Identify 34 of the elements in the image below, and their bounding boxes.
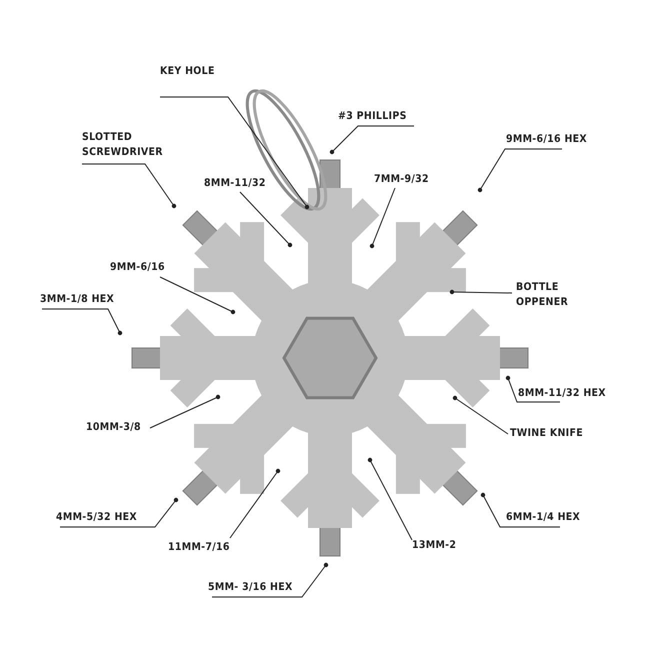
callout-label: 5MM- 3/16 HEX	[208, 580, 293, 595]
leader-line	[480, 492, 560, 528]
leader-line	[230, 468, 280, 538]
leader-line	[450, 290, 512, 294]
callout-label: 4MM-5/32 HEX	[56, 510, 138, 525]
callout-label: 7MM-9/32	[374, 172, 429, 187]
leader-line	[368, 458, 412, 540]
leader-line	[330, 126, 414, 154]
leader-line	[60, 498, 178, 528]
callout-label: 10MM-3/8	[86, 420, 141, 435]
callout-label: 9MM-6/16	[110, 260, 165, 275]
callout-label: KEY HOLE	[160, 64, 215, 79]
leader-line	[160, 276, 236, 314]
leader-line	[240, 192, 292, 248]
leader-line	[212, 562, 328, 598]
leader-line	[506, 376, 560, 402]
callout-label: SLOTTED SCREWDRIVER	[82, 130, 212, 160]
callout-label: 13MM-2	[412, 538, 456, 553]
leader-line	[478, 148, 562, 192]
callout-label: BOTTLE OPPENER	[516, 280, 596, 310]
callout-label: 3MM-1/8 HEX	[40, 292, 114, 307]
leader-line	[82, 164, 176, 208]
callout-label: TWINE KNIFE	[510, 426, 583, 441]
leader-line	[452, 396, 508, 434]
leader-line	[370, 188, 396, 248]
callout-label: 8MM-11/32 HEX	[518, 386, 606, 401]
leader-line	[150, 394, 220, 428]
leader-line	[42, 308, 122, 336]
callout-label: 11MM-7/16	[168, 540, 230, 555]
callout-label: #3 PHILLIPS	[338, 109, 407, 124]
callout-label: 9MM-6/16 HEX	[506, 132, 588, 147]
leader-line	[160, 96, 310, 210]
callout-label: 6MM-1/4 HEX	[506, 510, 580, 525]
callout-label: 8MM-11/32	[204, 176, 266, 191]
